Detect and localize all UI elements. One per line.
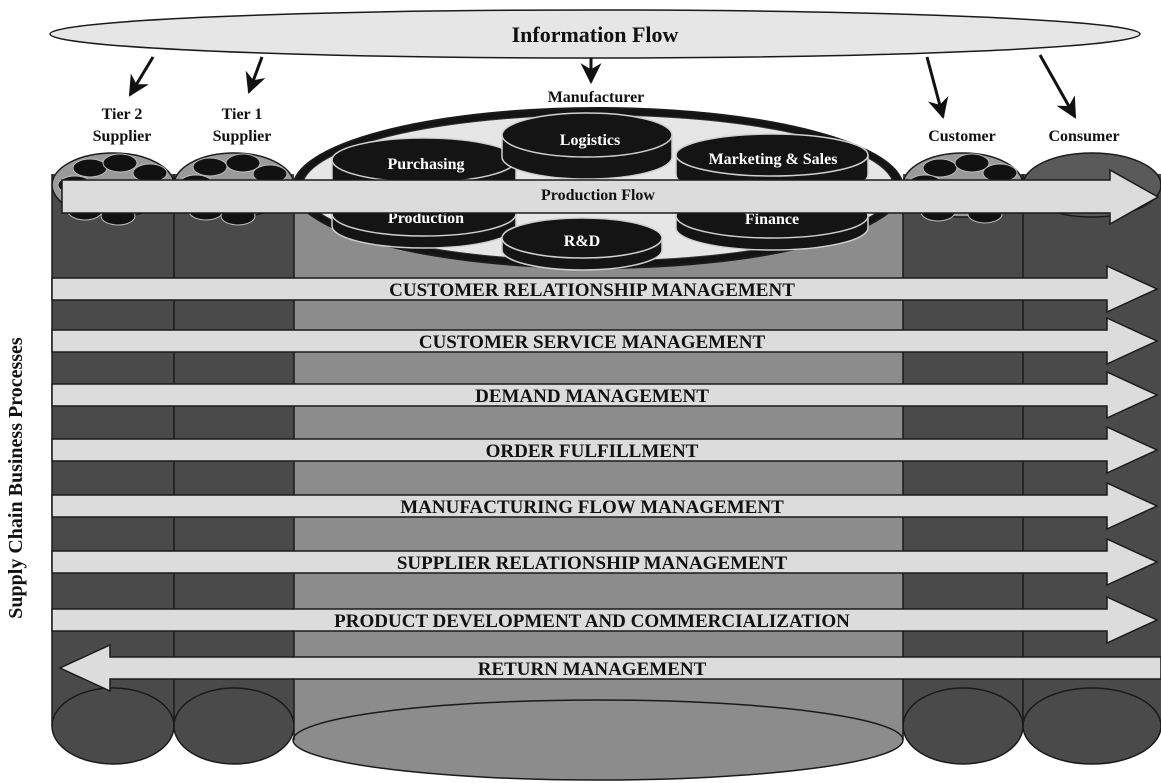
info-arrow-customer [925,56,949,120]
info-arrow-consumer [1038,54,1077,119]
process-arrows: CUSTOMER RELATIONSHIP MANAGEMENT CUSTOMER… [51,264,1161,693]
process-arrow [51,595,1159,645]
side-label: Supply Chain Business Processes [5,337,27,619]
process-label: DEMAND MANAGEMENT [475,386,709,407]
information-flow-ellipse [49,9,1141,59]
process-label: RETURN MANAGEMENT [478,659,707,680]
consumer-label: Consumer [1048,128,1119,145]
process-arrow [51,370,1159,420]
process-label: CUSTOMER RELATIONSHIP MANAGEMENT [389,280,795,301]
process-arrow [51,316,1159,366]
dept-marketing-sales: Marketing & Sales [709,151,838,168]
dept-production: Production [388,210,464,227]
dept-finance: Finance [745,211,799,228]
manufacturer-label: Manufacturer [548,89,645,106]
process-arrow [51,425,1159,475]
rd-disc [501,217,663,259]
production-flow-arrow [61,168,1160,226]
logistics-disc [501,112,673,158]
info-arrow-tier2 [128,56,155,97]
process-label: CUSTOMER SERVICE MANAGEMENT [419,332,766,353]
process-label: PRODUCT DEVELOPMENT AND COMMERCIALIZATIO… [334,611,850,632]
tier1-label-line1: Tier 1 [222,106,263,123]
process-label: MANUFACTURING FLOW MANAGEMENT [400,497,784,518]
customer-label: Customer [928,128,996,145]
tier2-label-line1: Tier 2 [102,106,143,123]
marketing-disc [675,133,869,177]
information-flow-label: Information Flow [512,22,679,47]
process-label: SUPPLIER RELATIONSHIP MANAGEMENT [397,553,788,574]
production-flow-label: Production Flow [541,187,655,204]
tier2-label-line2: Supplier [93,128,152,145]
process-arrow [51,537,1159,587]
information-flow: Information Flow [49,9,1141,120]
process-label: ORDER FULFILLMENT [486,441,699,462]
process-arrow [51,264,1159,314]
dept-rd: R&D [564,233,600,250]
tier1-label-line2: Supplier [213,128,272,145]
dept-purchasing: Purchasing [387,156,464,173]
process-arrow [51,481,1159,531]
info-arrow-tier1 [245,56,266,94]
process-arrow [58,643,1161,693]
dept-logistics: Logistics [560,132,620,149]
